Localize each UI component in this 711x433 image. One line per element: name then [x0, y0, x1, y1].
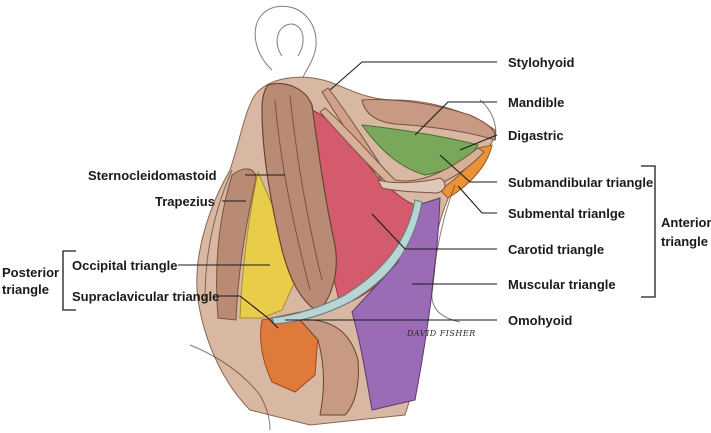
- carotid-leader: [371, 213, 497, 250]
- hyoid-bone: [377, 177, 446, 194]
- digastric-muscle: [319, 107, 485, 192]
- artist-signature: DAVID FISHER: [406, 329, 476, 338]
- label-supraclavicular-triangle: Supraclavicular triangle: [72, 289, 219, 304]
- shoulder-contour: [189, 344, 271, 431]
- submandibular-leader: [439, 154, 497, 183]
- label-submental-triangle: Submental trianlge: [508, 206, 625, 221]
- occipital-triangle-region: [239, 170, 301, 319]
- label-posterior-group-line1: Posterior: [2, 265, 59, 280]
- label-sternocleidomastoid: Sternocleidomastoid: [88, 168, 217, 183]
- mandible-leader: [414, 101, 497, 136]
- submental-leader: [457, 185, 497, 214]
- label-trapezius: Trapezius: [155, 194, 215, 209]
- supraclavicular-leader: [218, 295, 279, 329]
- label-carotid-triangle: Carotid triangle: [508, 242, 604, 257]
- label-posterior-group-line2: triangle: [2, 282, 49, 297]
- structure-labels: Stylohyoid Mandible Digastric Submandibu…: [2, 55, 711, 328]
- muscular-triangle-region: [351, 197, 441, 411]
- label-submandibular-triangle: Submandibular triangle: [508, 175, 653, 190]
- trapezius-muscle: [216, 168, 257, 321]
- label-muscular-triangle: Muscular triangle: [508, 277, 616, 292]
- digastric-leader: [459, 134, 498, 151]
- label-stylohyoid: Stylohyoid: [508, 55, 575, 70]
- scm-fibres: [274, 94, 323, 291]
- ear-outline: [254, 5, 317, 81]
- label-occipital-triangle: Occipital triangle: [72, 258, 177, 273]
- neck-illustration: DAVID FISHER: [189, 5, 497, 431]
- leader-lines: [178, 61, 498, 329]
- group-brackets: [62, 165, 656, 311]
- supraclavicular-triangle-region: [259, 311, 319, 393]
- stylohyoid-leader: [329, 61, 497, 91]
- label-mandible: Mandible: [508, 95, 564, 110]
- posterior-neck-contour: [204, 169, 233, 301]
- ear-inner: [276, 23, 304, 57]
- label-anterior-group-line1: Anterior: [661, 215, 711, 230]
- posterior-bracket: [62, 250, 76, 311]
- label-anterior-group-line2: triangle: [661, 234, 708, 249]
- label-omohyoid: Omohyoid: [508, 313, 572, 328]
- label-digastric: Digastric: [508, 128, 564, 143]
- anterior-bracket: [641, 165, 656, 298]
- clavicle-region: [298, 319, 359, 416]
